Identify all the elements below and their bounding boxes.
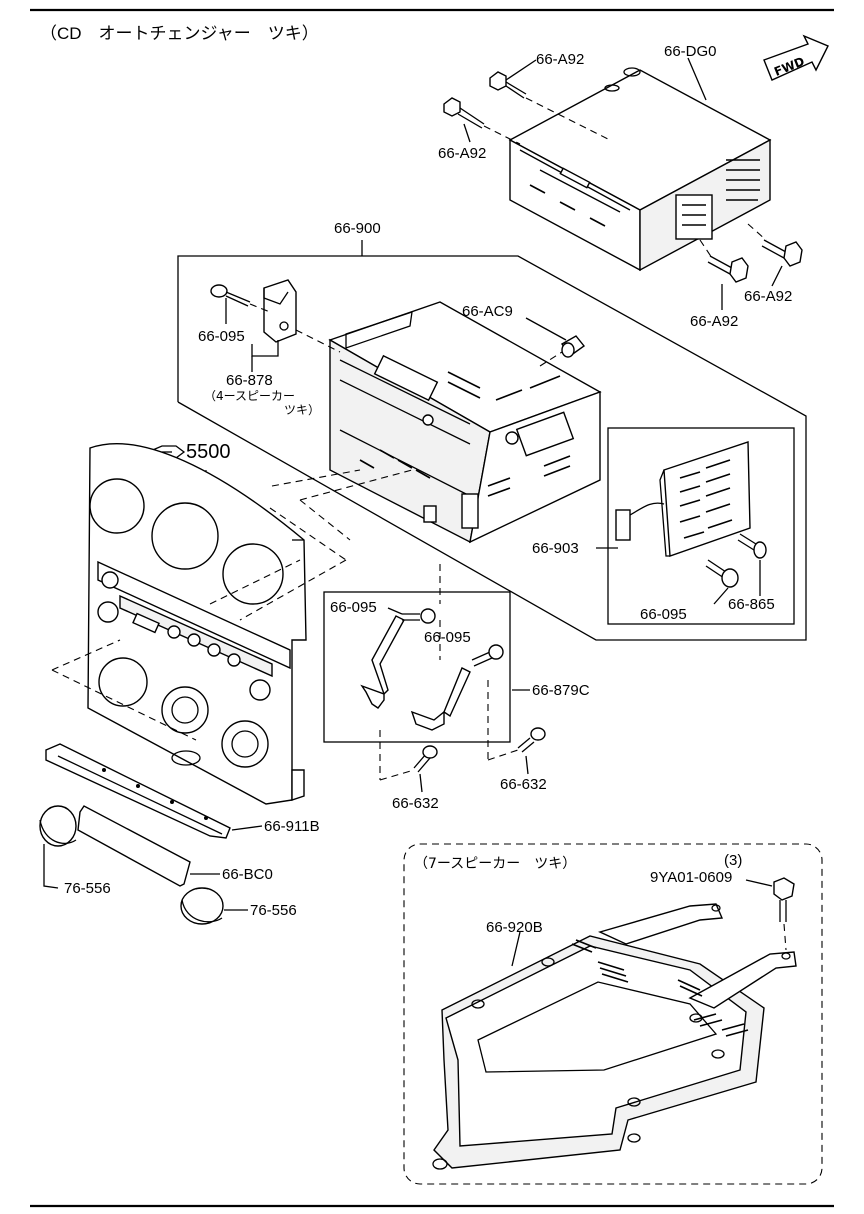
dashed-leader bbox=[379, 769, 415, 781]
note-4-speaker-line2: ツキ） bbox=[284, 403, 320, 417]
leader-line bbox=[525, 755, 529, 775]
leader-line bbox=[525, 317, 567, 341]
dashed-leader bbox=[299, 499, 351, 541]
leader-line bbox=[387, 607, 403, 615]
screw-icon-66-095-a bbox=[210, 284, 251, 307]
dashed-leader bbox=[271, 469, 361, 487]
dashed-leader bbox=[239, 559, 347, 621]
label-66-865: 66-865 bbox=[728, 596, 775, 613]
label-76-556-b: 76-556 bbox=[250, 902, 297, 919]
leader-line bbox=[687, 57, 707, 101]
label-66-095-b: 66-095 bbox=[640, 606, 687, 623]
label-66-903: 66-903 bbox=[532, 540, 579, 557]
bracket-box-66-879C bbox=[323, 591, 511, 743]
label-66-DG0: 66-DG0 bbox=[664, 43, 717, 60]
label-66-A92-b: 66-A92 bbox=[438, 145, 486, 162]
note-4-speaker-line1: （4ースピーカー bbox=[204, 389, 295, 403]
screw-icon-66-095-c bbox=[402, 608, 436, 624]
label-66-A92-d: 66-A92 bbox=[690, 313, 738, 330]
dashed-leader bbox=[487, 749, 519, 761]
bracket-left-66-879C bbox=[360, 615, 405, 709]
label-66-911B: 66-911B bbox=[264, 818, 320, 835]
note-7-speaker: （7ースピーカー ツキ） bbox=[414, 856, 576, 872]
cover-plate-66-BC0 bbox=[77, 805, 191, 887]
dashed-leader bbox=[525, 97, 611, 141]
bolt-icon-9YA01-0609 bbox=[773, 877, 795, 922]
label-66-AC9: 66-AC9 bbox=[462, 303, 513, 320]
bracket-66-878 bbox=[263, 279, 297, 343]
dashed-leader bbox=[249, 303, 271, 313]
cover-plate-66-920B bbox=[432, 903, 797, 1170]
screw-icon-66-095-d bbox=[471, 644, 504, 667]
bracket-right-66-879C bbox=[410, 667, 471, 731]
label-66-632-a: 66-632 bbox=[392, 795, 439, 812]
bolt-icon-66-A92-c bbox=[761, 239, 803, 267]
bolt-icon-66-A92-b bbox=[443, 97, 485, 129]
screw-icon-66-632-a bbox=[413, 745, 438, 773]
leader-line bbox=[505, 59, 537, 81]
bolt-icon-66-A92-a bbox=[489, 71, 527, 99]
leader-line bbox=[43, 844, 59, 889]
label-66-879C: 66-879C bbox=[532, 682, 590, 699]
label-66-095-a: 66-095 bbox=[198, 328, 245, 345]
leader-line bbox=[511, 931, 521, 967]
leader-line bbox=[713, 587, 729, 605]
label-66-A92-a: 66-A92 bbox=[536, 51, 584, 68]
front-panel-5500 bbox=[87, 443, 307, 805]
connector-plug-icon-66-AC9 bbox=[561, 335, 586, 358]
amplifier-board-66-903 bbox=[615, 441, 751, 557]
group-outline-66-900 bbox=[177, 255, 807, 641]
cap-icon-76-556-b bbox=[180, 887, 224, 925]
dashed-leader bbox=[51, 669, 197, 741]
inset-box-7-speaker bbox=[403, 843, 823, 1185]
diagram-title: （CD オートチェンジャー ツキ） bbox=[40, 24, 319, 43]
dashed-leader bbox=[783, 923, 787, 951]
label-66-900: 66-900 bbox=[334, 220, 381, 237]
label-66-878: 66-878 bbox=[226, 372, 273, 389]
bolt-icon-66-A92-d bbox=[707, 255, 749, 283]
leader-line bbox=[745, 879, 773, 887]
screw-icon-66-865 bbox=[737, 533, 767, 559]
label-9YA01-0609: 9YA01-0609 bbox=[650, 869, 732, 886]
trim-strip-66-911B bbox=[45, 743, 231, 839]
dashed-leader bbox=[209, 559, 301, 605]
label-66-095-c: 66-095 bbox=[330, 599, 377, 616]
label-66-095-d: 66-095 bbox=[424, 629, 471, 646]
leader-line bbox=[463, 123, 471, 143]
dashed-leader bbox=[539, 351, 563, 367]
dashed-leader bbox=[299, 469, 413, 501]
label-5500: 5500 bbox=[186, 441, 231, 463]
label-66-920B: 66-920B bbox=[486, 919, 543, 936]
cd-changer-unit-66-DG0 bbox=[508, 67, 772, 272]
fwd-arrow-badge: FWD bbox=[763, 34, 829, 81]
audio-unit-chassis bbox=[328, 301, 602, 544]
dashed-leader bbox=[483, 125, 521, 145]
cap-icon-76-556-a bbox=[39, 805, 77, 847]
screw-icon-66-095-b bbox=[705, 559, 739, 588]
label-66-BC0: 66-BC0 bbox=[222, 866, 273, 883]
screw-icon-66-632-b bbox=[517, 727, 546, 753]
label-76-556-a: 76-556 bbox=[64, 880, 111, 897]
label-qty-3: (3) bbox=[724, 852, 742, 869]
leader-line bbox=[419, 773, 423, 793]
label-66-632-b: 66-632 bbox=[500, 776, 547, 793]
dashed-leader bbox=[699, 239, 713, 259]
dashed-leader bbox=[747, 223, 767, 241]
leader-line bbox=[231, 825, 263, 831]
leader-line bbox=[251, 340, 279, 357]
dashed-leader bbox=[269, 507, 347, 561]
label-66-A92-c: 66-A92 bbox=[744, 288, 792, 305]
dashed-leader bbox=[295, 329, 341, 353]
leader-line bbox=[771, 265, 783, 287]
dashed-leader bbox=[51, 639, 121, 671]
inset-box-66-903 bbox=[607, 427, 795, 625]
